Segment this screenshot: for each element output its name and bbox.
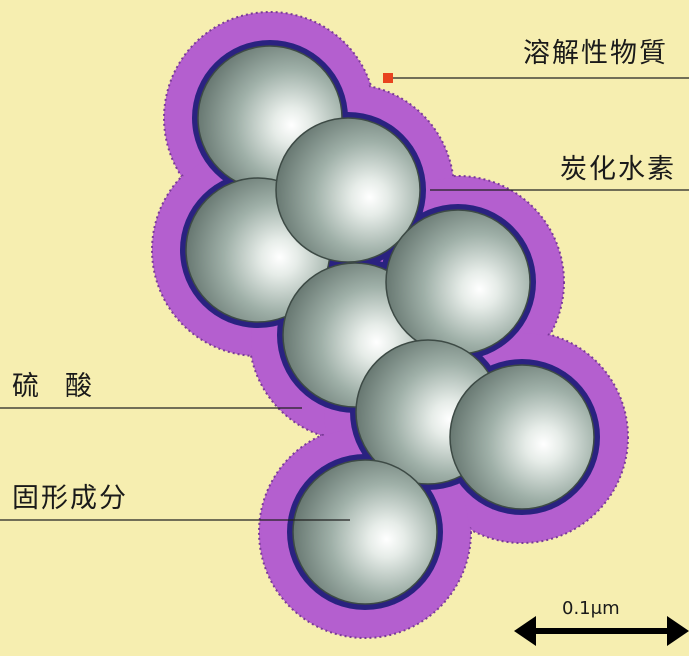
label-sulfuric-acid: 硫酸	[12, 373, 118, 400]
label-dissolved-substance: 溶解性物質	[523, 40, 668, 67]
solid-particle	[450, 365, 594, 509]
label-hydrocarbon: 炭化水素	[560, 156, 676, 183]
solid-particle	[293, 460, 437, 604]
scale-bar-label: 0.1μm	[562, 598, 620, 619]
scale-bar	[514, 616, 689, 646]
solid-particle	[386, 210, 530, 354]
dissolved-pointer-marker	[383, 73, 393, 83]
label-solid-component: 固形成分	[12, 485, 128, 512]
